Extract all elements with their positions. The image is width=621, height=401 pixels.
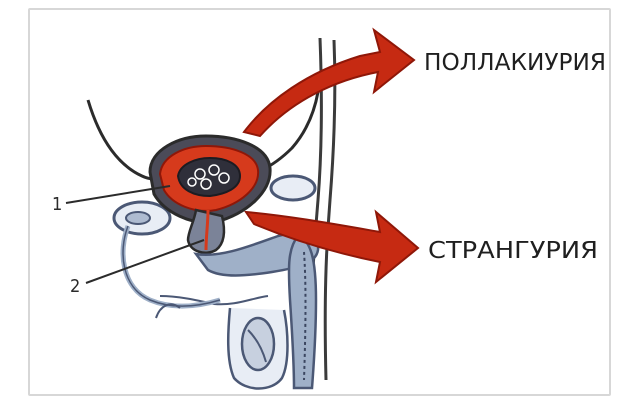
pubic-bone-inner <box>126 212 150 224</box>
marker-2: 2 <box>70 276 80 297</box>
marker-1: 1 <box>52 194 62 215</box>
penis-corpus <box>289 236 316 388</box>
label-stranguria: СТРАНГУРИЯ <box>428 238 598 264</box>
seminal-vesicle <box>271 176 315 200</box>
bladder-lumen <box>178 158 240 196</box>
label-pollakiuria: ПОЛЛАКИУРИЯ <box>424 50 606 76</box>
